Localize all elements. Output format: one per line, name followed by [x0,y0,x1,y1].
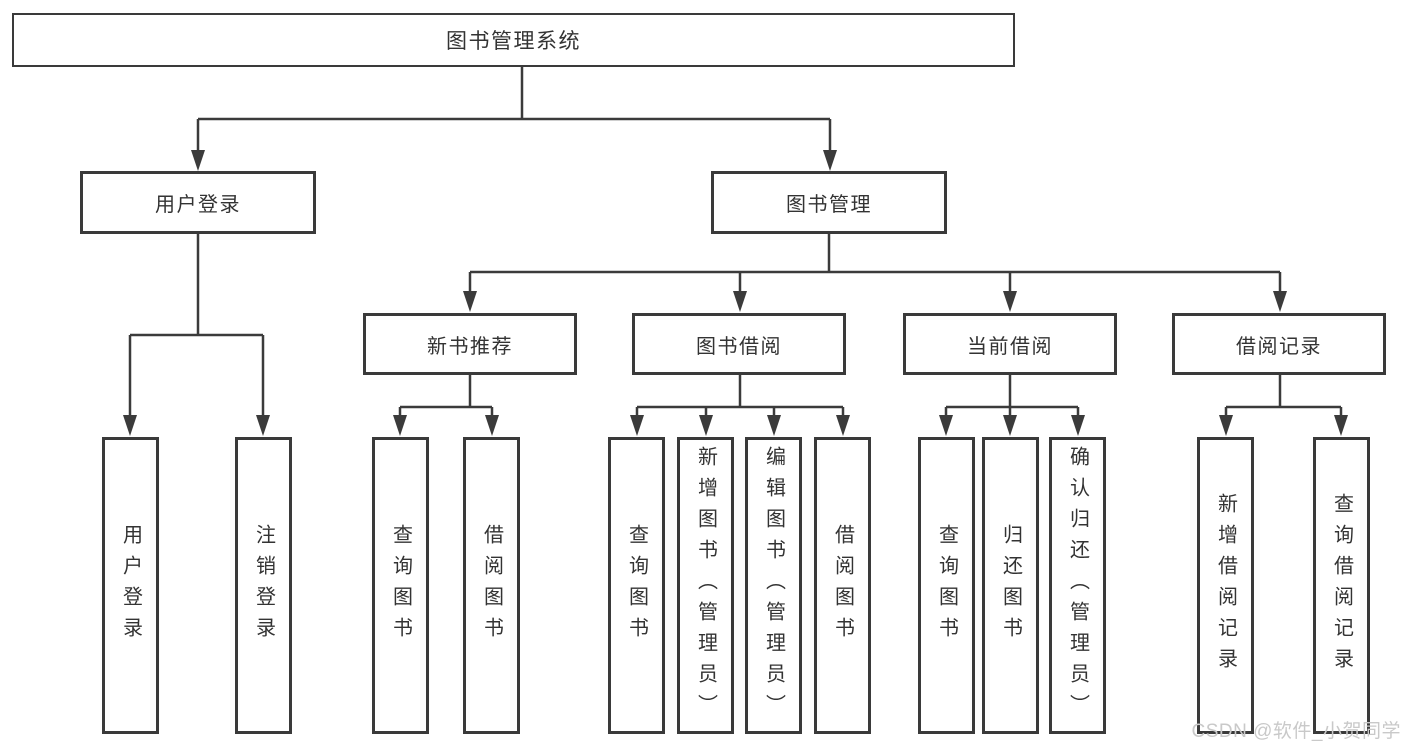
node-new-book-recommend: 新书推荐 [363,313,577,375]
leaf-return-books: 归还图书 [982,437,1039,734]
leaf-borrow-books-1: 借阅图书 [463,437,520,734]
leaf-add-borrow-record-label: 新增借阅记录 [1214,492,1237,679]
leaf-confirm-return-admin: 确认归还（管理员） [1049,437,1106,734]
leaf-query-borrow-record: 查询借阅记录 [1313,437,1370,734]
leaf-logout-label: 注销登录 [252,523,275,648]
node-book-management: 图书管理 [711,171,947,234]
leaf-borrow-books-2-label: 借阅图书 [831,523,854,648]
leaf-query-books-1-label: 查询图书 [389,523,412,648]
watermark-text: CSDN @软件_小贺同学 [1191,721,1401,742]
leaf-borrow-books-2: 借阅图书 [814,437,871,734]
node-current-borrow: 当前借阅 [903,313,1117,375]
node-root-label: 图书管理系统 [446,30,581,53]
node-user-login-label: 用户登录 [155,194,241,216]
leaf-query-books-1: 查询图书 [372,437,429,734]
node-borrow-records: 借阅记录 [1172,313,1386,375]
leaf-query-borrow-record-label: 查询借阅记录 [1330,492,1353,679]
leaf-add-books-admin: 新增图书（管理员） [677,437,734,734]
leaf-user-login-label: 用户登录 [119,523,142,648]
node-borrow-records-label: 借阅记录 [1236,335,1322,358]
leaf-borrow-books-1-label: 借阅图书 [480,523,503,648]
leaf-return-books-label: 归还图书 [999,523,1022,648]
leaf-user-login: 用户登录 [102,437,159,734]
leaf-query-books-2-label: 查询图书 [625,523,648,648]
leaf-add-books-admin-label: 新增图书（管理员） [694,446,717,725]
node-book-borrow: 图书借阅 [632,313,846,375]
node-new-book-recommend-label: 新书推荐 [427,335,513,358]
arrowheads [123,150,1348,436]
leaf-query-books-2: 查询图书 [608,437,665,734]
leaf-add-borrow-record: 新增借阅记录 [1197,437,1254,734]
leaf-query-books-3: 查询图书 [918,437,975,734]
leaf-edit-books-admin-label: 编辑图书（管理员） [762,446,785,725]
leaf-confirm-return-admin-label: 确认归还（管理员） [1066,446,1089,725]
node-user-login: 用户登录 [80,171,316,234]
node-book-management-label: 图书管理 [786,194,872,216]
node-book-borrow-label: 图书借阅 [696,335,782,358]
leaf-logout: 注销登录 [235,437,292,734]
leaf-query-books-3-label: 查询图书 [935,523,958,648]
node-current-borrow-label: 当前借阅 [967,335,1053,358]
node-root: 图书管理系统 [12,13,1015,67]
leaf-edit-books-admin: 编辑图书（管理员） [745,437,802,734]
